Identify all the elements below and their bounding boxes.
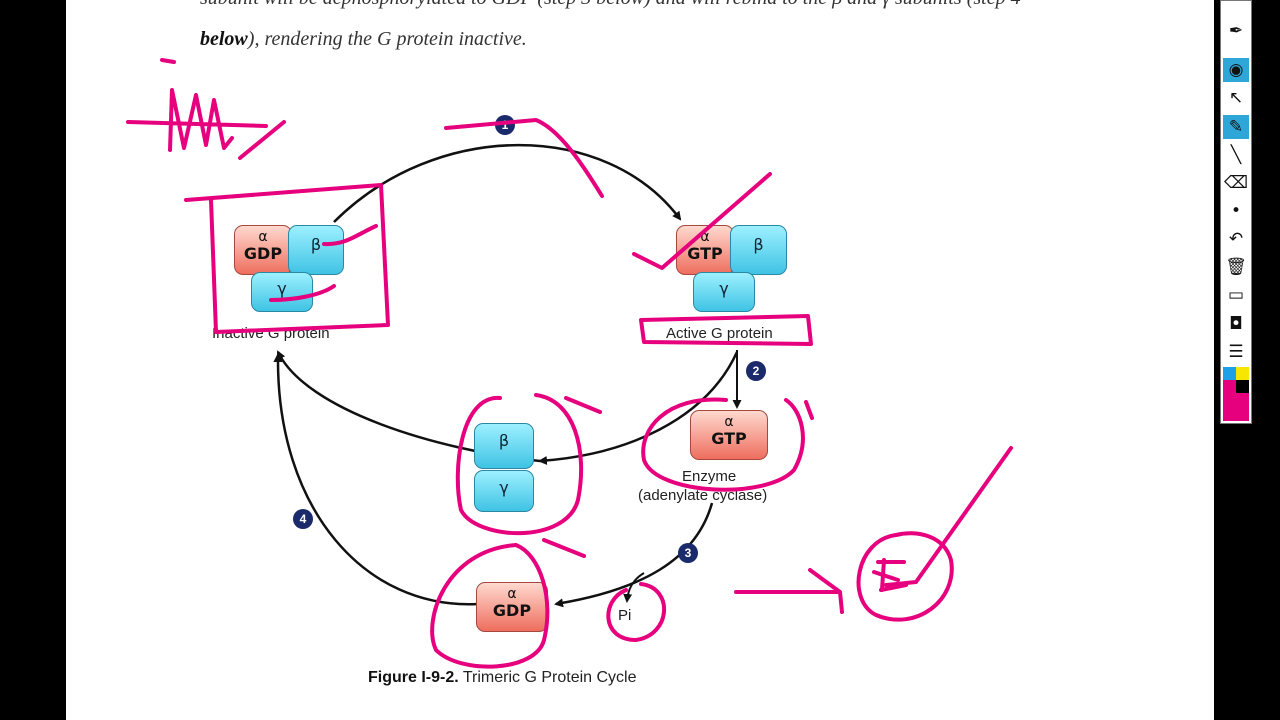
figure-number: Figure I-9-2. [368, 669, 459, 686]
active-beta-subunit: β [730, 225, 787, 275]
clipboard-icon[interactable]: ☰ [1228, 342, 1244, 362]
beta-symbol: β [310, 235, 322, 254]
arrow-step-3 [554, 502, 714, 608]
ink-tick-step-1 [444, 118, 604, 198]
ink-letter-e [872, 558, 908, 592]
step-1-badge: 1 [495, 115, 515, 135]
inactive-gamma-subunit: γ [251, 272, 313, 312]
free-gamma-subunit: γ [474, 470, 534, 512]
pen-icon[interactable]: ✒ [1228, 21, 1244, 41]
line-icon[interactable]: ╲ [1230, 145, 1242, 165]
pi-label: Pi [618, 607, 632, 624]
arrow-to-pi [623, 572, 645, 603]
enzyme-label: Enzyme [682, 468, 737, 485]
swatch-magenta[interactable] [1223, 380, 1236, 393]
active-gamma-subunit: γ [693, 272, 755, 312]
camera-icon[interactable]: ◘ [1229, 314, 1243, 334]
gamma-symbol: γ [719, 279, 729, 298]
step-3-badge: 3 [678, 543, 698, 563]
ink-box-inactive [184, 183, 390, 334]
step-4-badge: 4 [293, 509, 313, 529]
gtp-label: GTP [687, 244, 723, 263]
swatch-blue[interactable] [1223, 367, 1236, 380]
eraser-icon[interactable]: ⌫ [1223, 173, 1249, 193]
arrow-step-4 [273, 353, 479, 606]
alpha-symbol: α [724, 414, 734, 430]
gamma-symbol: γ [499, 478, 509, 497]
ink-loop-beta-gamma [455, 393, 602, 536]
current-color-swatch[interactable] [1223, 393, 1249, 421]
swatch-black[interactable] [1236, 380, 1249, 393]
pointer-icon[interactable]: ↖ [1228, 88, 1244, 108]
undo-icon[interactable]: ↶ [1228, 229, 1244, 249]
inactive-beta-subunit: β [288, 225, 344, 275]
step-2-badge: 2 [746, 361, 766, 381]
arrow-to-beta-gamma [538, 351, 739, 465]
figure-title: Trimeric G Protein Cycle [462, 669, 637, 686]
annotation-layer [126, 58, 1013, 669]
gdp-label: GDP [243, 244, 283, 263]
prose-bold-below: below [200, 28, 248, 50]
annotation-toolbar: ✒ ◉ ↖ ✎ ╲ ⌫ • ↶ 🗑 ▭ ◘ ☰ [1220, 0, 1252, 424]
alpha-symbol: α [507, 586, 517, 602]
ink-circle-e [856, 531, 954, 622]
dot-icon[interactable]: • [1230, 201, 1242, 221]
ink-mark-gamma [269, 284, 336, 302]
document-page: subunit will be dephosphorylated to GDP … [66, 0, 1214, 720]
beta-symbol: β [498, 431, 510, 450]
active-g-protein-label: Active G protein [666, 325, 773, 342]
free-alpha-gdp-subunit: α GDP [476, 582, 548, 632]
prose-line-1: subunit will be dephosphorylated to GDP … [200, 0, 1021, 10]
ink-arrow-to-e [734, 568, 844, 614]
ink-loop-enzyme [641, 397, 814, 492]
ink-mark-beta [322, 224, 378, 247]
swatch-yellow[interactable] [1236, 367, 1249, 380]
highlighter-icon[interactable]: ✎ [1223, 115, 1249, 139]
color-palette [1223, 367, 1249, 421]
gdp-label: GDP [492, 601, 532, 620]
ink-tick-active [632, 172, 772, 270]
beta-symbol: β [753, 235, 764, 254]
ink-loop-alpha-gdp [430, 538, 586, 669]
free-beta-subunit: β [474, 423, 534, 469]
gamma-symbol: γ [277, 279, 287, 298]
ink-dot [160, 58, 176, 64]
eye-icon[interactable]: ◉ [1223, 58, 1249, 82]
inactive-alpha-gdp-subunit: α GDP [234, 225, 292, 275]
gtp-label: GTP [711, 429, 747, 448]
trash-icon[interactable]: 🗑 [1225, 257, 1247, 277]
ink-box-active-label [639, 314, 813, 346]
enzyme-alpha-gtp-subunit: α GTP [690, 410, 768, 460]
prose-line-2: below), rendering the G protein inactive… [200, 28, 527, 51]
figure-caption: Figure I-9-2. Trimeric G Protein Cycle [368, 669, 637, 687]
alpha-symbol: α [700, 229, 710, 245]
ink-scribble-ina [126, 88, 286, 160]
ink-tick-big [884, 446, 1013, 587]
presentation-icon[interactable]: ▭ [1227, 285, 1245, 305]
alpha-symbol: α [258, 229, 268, 245]
ink-circle-pi [606, 582, 667, 642]
prose-line-2-rest: ), rendering the G protein inactive. [247, 28, 527, 50]
